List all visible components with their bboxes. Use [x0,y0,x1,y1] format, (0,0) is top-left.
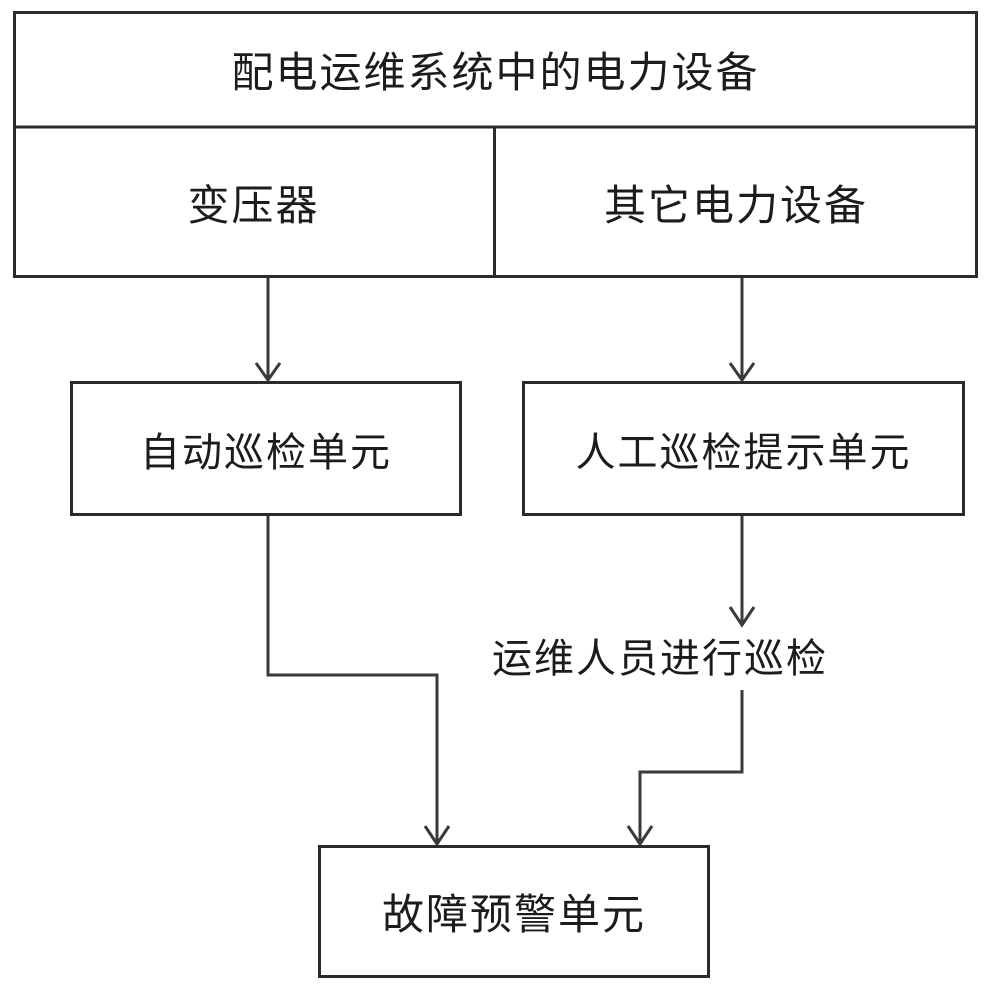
connector-auto-to-alarm [266,516,439,843]
staff-inspection-process-label: 运维人员进行巡检 [492,636,828,682]
arrowhead-manual-to-staff [728,606,756,628]
equipment-cell-other-equipment: 其它电力设备 [603,181,868,230]
manual-inspection-prompt-unit-label: 人工巡检提示单元 [575,429,912,476]
arrowhead-other-to-manual [728,362,756,383]
equipment-table-title: 配电运维系统中的电力设备 [231,47,760,97]
connector-staff-to-alarm [638,690,744,843]
fault-warning-unit-label: 故障预警单元 [381,890,646,939]
fault-warning-unit-box [318,845,710,978]
arrowhead-staff-to-alarm [626,825,654,847]
auto-inspection-unit-label: 自动巡检单元 [140,429,392,476]
arrowhead-auto-to-alarm [423,825,451,847]
auto-inspection-unit-box [70,381,462,516]
arrowhead-transformer-to-auto [254,362,282,383]
manual-inspection-prompt-unit-box [522,381,965,516]
equipment-cell-transformer: 变压器 [187,181,320,230]
